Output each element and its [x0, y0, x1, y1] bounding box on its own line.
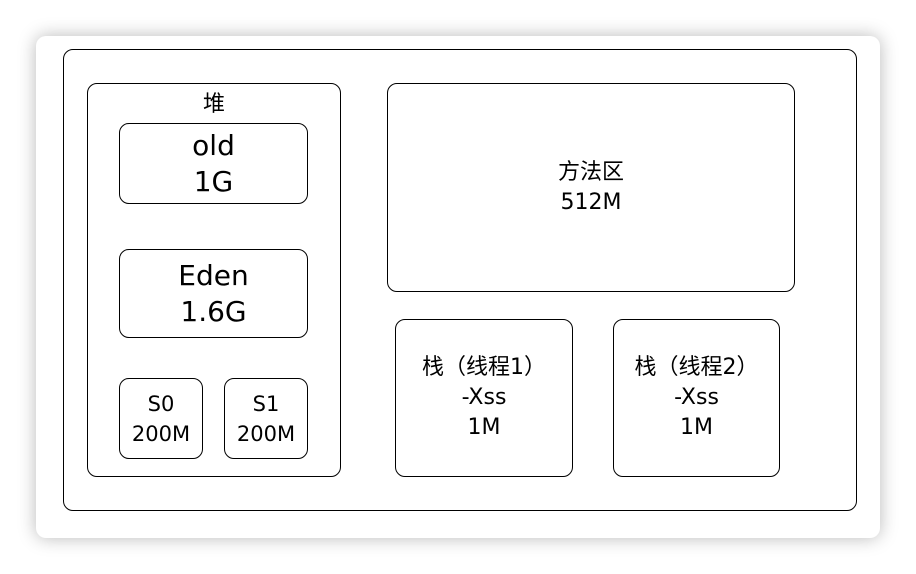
method-area-box: 方法区 512M — [387, 83, 795, 292]
eden-box: Eden 1.6G — [119, 249, 308, 338]
s1-size: 200M — [236, 421, 296, 446]
stack-thread2-label: 栈（线程2） — [634, 355, 759, 380]
survivor-s0-box: S0 200M — [119, 378, 203, 459]
old-generation-box: old 1G — [119, 123, 308, 204]
old-size: 1G — [193, 164, 234, 198]
eden-label: Eden — [178, 258, 249, 292]
eden-size: 1.6G — [180, 294, 247, 328]
method-area-size: 512M — [560, 189, 622, 215]
s1-label: S1 — [252, 391, 280, 416]
stack-thread2-box: 栈（线程2） -Xss 1M — [613, 319, 780, 477]
stack-thread1-label: 栈（线程1） — [422, 355, 546, 380]
stack-thread1-box: 栈（线程1） -Xss 1M — [395, 319, 573, 477]
old-label: old — [192, 128, 235, 162]
stack-thread2-option: -Xss — [674, 385, 719, 410]
stack-thread1-size: 1M — [467, 415, 501, 440]
stack-thread1-option: -Xss — [461, 385, 507, 410]
survivor-s1-box: S1 200M — [224, 378, 308, 459]
heap-title: 堆 — [202, 92, 225, 117]
method-area-label: 方法区 — [557, 159, 624, 185]
stack-thread2-size: 1M — [680, 415, 713, 440]
s0-label: S0 — [147, 391, 175, 416]
s0-size: 200M — [131, 421, 191, 446]
